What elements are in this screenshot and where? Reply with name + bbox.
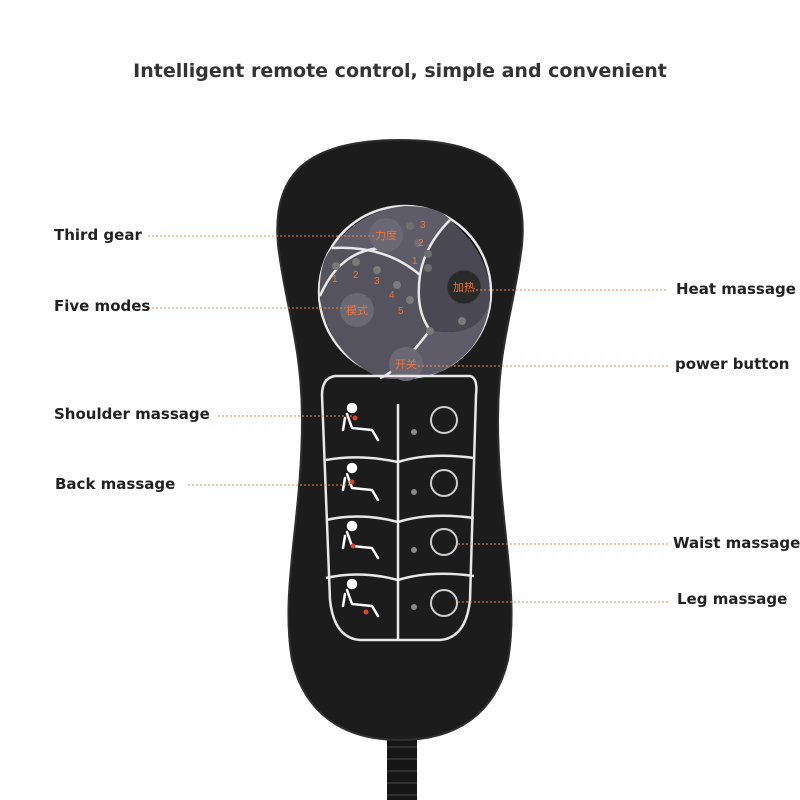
power-button-label: 开关 xyxy=(395,357,417,371)
mode-button[interactable]: 模式 xyxy=(340,293,374,327)
label-third-gear: Third gear xyxy=(54,226,142,244)
gear-number-2: 2 xyxy=(418,238,424,249)
heat-button-label: 加热 xyxy=(453,281,475,294)
mode-number-1: 1 xyxy=(332,274,338,285)
mode-number-4: 4 xyxy=(389,290,395,301)
mode-button-label: 模式 xyxy=(346,304,368,317)
mode-number-5: 5 xyxy=(398,306,404,317)
waist-massage-icon xyxy=(341,520,380,560)
label-shoulder-massage: Shoulder massage xyxy=(54,405,210,423)
label-leg-massage: Leg massage xyxy=(677,590,788,608)
strength-button-label: 力度 xyxy=(375,228,397,242)
massage-zone-panel xyxy=(320,374,478,642)
waist-massage-button[interactable] xyxy=(430,528,458,556)
strength-button[interactable]: 力度 xyxy=(369,218,403,252)
leg-massage-button[interactable] xyxy=(430,589,458,617)
mode-number-3: 3 xyxy=(374,276,380,287)
mode-number-2: 2 xyxy=(353,270,359,281)
heat-indicator-dots xyxy=(426,317,466,335)
zone-indicator-dots xyxy=(411,429,417,610)
gear-number-1: 1 xyxy=(412,256,418,267)
callout-leader-lines xyxy=(148,235,670,603)
gear-number-3: 3 xyxy=(420,220,426,231)
mode-indicator-dots xyxy=(332,258,414,304)
label-back-massage: Back massage xyxy=(55,475,176,493)
gear-indicator-dots xyxy=(406,222,432,272)
page-title: Intelligent remote control, simple and c… xyxy=(133,60,667,82)
back-massage-icon xyxy=(341,462,380,502)
shoulder-massage-button[interactable] xyxy=(430,406,458,434)
label-waist-massage: Waist massage xyxy=(673,534,800,552)
massage-zone-dividers xyxy=(325,404,475,640)
label-power-button: power button xyxy=(675,355,790,373)
back-massage-button[interactable] xyxy=(430,469,458,497)
heat-button[interactable]: 加热 xyxy=(446,269,482,305)
power-button[interactable]: 开关 xyxy=(389,347,423,381)
shoulder-massage-icon xyxy=(341,402,380,442)
leg-massage-icon xyxy=(341,578,380,618)
label-five-modes: Five modes xyxy=(54,297,151,315)
label-heat-massage: Heat massage xyxy=(676,280,796,298)
